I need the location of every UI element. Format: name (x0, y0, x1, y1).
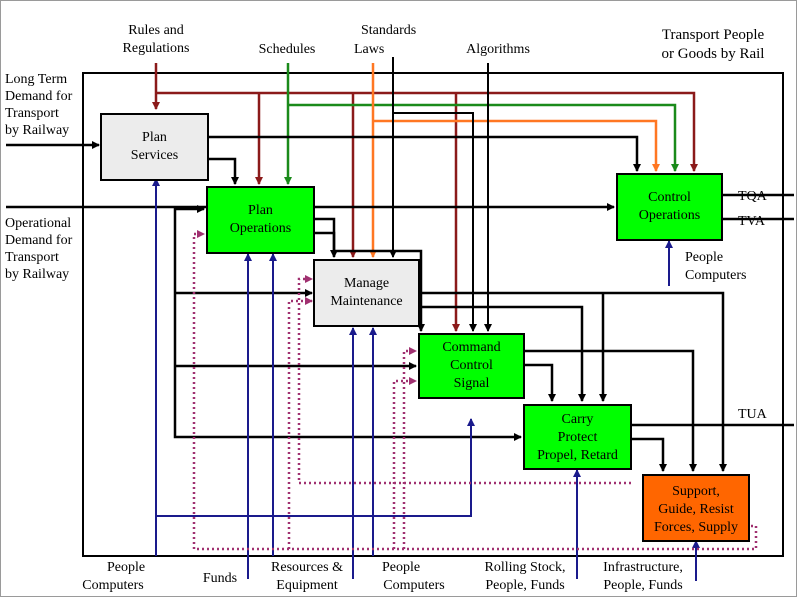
svg-text:or Goods by Rail: or Goods by Rail (662, 46, 765, 62)
svg-text:Regulations: Regulations (123, 41, 190, 56)
label-tqa: TQA (738, 189, 768, 204)
label-people-computers-left: People Computers (82, 560, 145, 593)
box-label: Maintenance (330, 294, 402, 309)
box-label: Operations (230, 221, 291, 236)
label-infrastructure: Infrastructure, People, Funds (603, 560, 683, 593)
box-label: Protect (558, 430, 598, 445)
box-label: Manage (344, 276, 389, 291)
svg-text:Transport: Transport (5, 106, 59, 121)
svg-text:Operational: Operational (5, 216, 71, 231)
schedules-control-arrows (284, 63, 679, 185)
svg-text:Equipment: Equipment (276, 578, 338, 593)
svg-text:Resources &: Resources & (271, 560, 343, 575)
box-label: Control (648, 190, 691, 205)
label-resources-equipment: Resources & Equipment (271, 560, 343, 593)
svg-text:Demand for: Demand for (5, 89, 73, 104)
feedback-arrows (192, 230, 758, 551)
label-schedules: Schedules (259, 42, 316, 57)
svg-text:Computers: Computers (82, 578, 143, 593)
svg-text:People, Funds: People, Funds (485, 578, 564, 593)
label-long-term-demand: Long Term Demand for Transport by Railwa… (5, 72, 73, 138)
box-label: Plan (142, 130, 167, 145)
label-people-computers-right: People Computers (685, 250, 746, 283)
svg-text:Computers: Computers (383, 578, 444, 593)
box-label: Command (442, 340, 500, 355)
box-label: Support, (672, 484, 720, 499)
box-label: Guide, Resist (658, 502, 734, 517)
svg-text:Rolling Stock,: Rolling Stock, (485, 560, 566, 575)
standards-control-arrows (369, 63, 660, 258)
svg-text:Transport People: Transport People (662, 27, 765, 43)
svg-text:People, Funds: People, Funds (603, 578, 682, 593)
svg-text:Demand for: Demand for (5, 233, 73, 248)
box-control-operations: Control Operations (616, 173, 723, 241)
svg-text:Rules and: Rules and (128, 23, 184, 38)
label-tua: TUA (738, 407, 768, 422)
svg-text:Standards: Standards (361, 23, 416, 38)
svg-text:by Railway: by Railway (5, 267, 69, 282)
box-label: Forces, Supply (654, 520, 738, 535)
box-carry-protect: Carry Protect Propel, Retard (523, 404, 632, 470)
box-label: Propel, Retard (537, 448, 618, 463)
svg-text:Laws: Laws (354, 42, 384, 57)
label-algorithms: Algorithms (466, 42, 530, 57)
svg-text:Computers: Computers (685, 268, 746, 283)
mechanism-arrows (152, 178, 700, 581)
label-operational-demand: Operational Demand for Transport by Rail… (5, 216, 73, 282)
box-label: Plan (248, 203, 273, 218)
algorithms-control-arrows (389, 57, 492, 332)
box-support-guide: Support, Guide, Resist Forces, Supply (642, 474, 750, 542)
svg-text:Long Term: Long Term (5, 72, 67, 87)
box-manage-maintenance: Manage Maintenance (313, 259, 420, 327)
svg-text:Infrastructure,: Infrastructure, (603, 560, 683, 575)
label-rules-regulations: Rules and Regulations (123, 23, 190, 56)
label-rolling-stock: Rolling Stock, People, Funds (485, 560, 566, 593)
box-label: Signal (454, 376, 490, 391)
svg-text:by Railway: by Railway (5, 123, 69, 138)
label-funds: Funds (203, 571, 237, 586)
rules-control-arrows (152, 63, 698, 332)
diagram-title: Transport People or Goods by Rail (662, 27, 765, 62)
box-plan-operations: Plan Operations (206, 186, 315, 254)
box-command-control-signal: Command Control Signal (418, 333, 525, 399)
svg-text:Transport: Transport (5, 250, 59, 265)
svg-text:People: People (685, 250, 723, 265)
context-boundary (82, 72, 784, 557)
label-tva: TVA (738, 214, 766, 229)
box-plan-services: Plan Services (100, 113, 209, 181)
svg-text:People: People (382, 560, 420, 575)
box-label: Operations (639, 208, 700, 223)
box-label: Control (450, 358, 493, 373)
box-label: Services (131, 148, 178, 163)
label-standards-laws: Standards Laws (354, 23, 416, 57)
label-people-computers-mid: People Computers (382, 560, 445, 593)
svg-text:People: People (107, 560, 145, 575)
box-label: Carry (562, 412, 594, 427)
